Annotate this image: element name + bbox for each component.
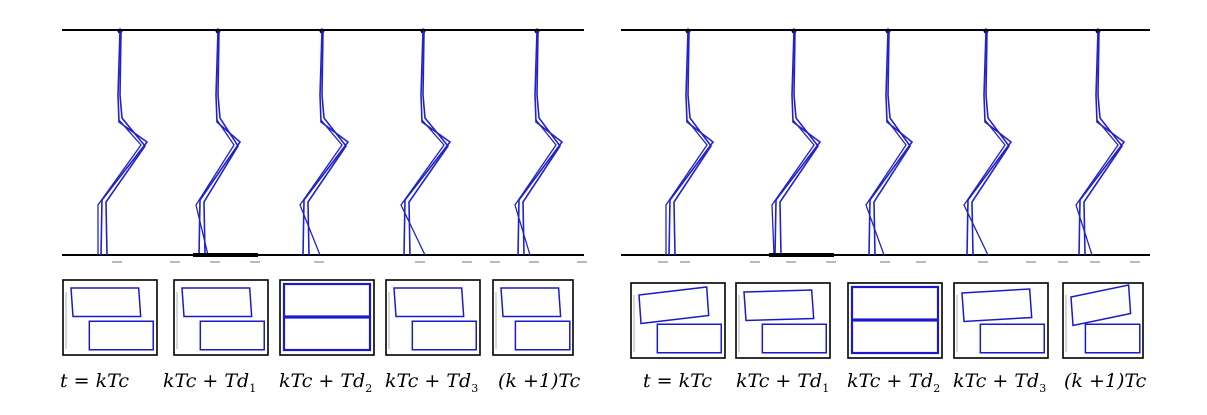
caption-left-2: kTc + Td1 — [163, 370, 257, 395]
thumb-left-5-upper-block — [500, 287, 562, 318]
thumb-left-2-frame — [173, 279, 269, 356]
thumb-right-2-frame — [735, 282, 831, 359]
leg-foot-left-2 — [195, 119, 235, 256]
tick-label-left-2 — [210, 261, 220, 263]
tick-label-left-5 — [529, 261, 539, 263]
thumb-right-5-lower-block — [1084, 323, 1141, 354]
ground-tick-12 — [1130, 261, 1140, 263]
caption-right-3: kTc + Td2 — [847, 370, 941, 395]
leg-foot-right-4 — [963, 119, 1006, 256]
ground-tick-4 — [490, 261, 500, 263]
thumb-left-4-frame — [385, 279, 481, 356]
ground-tick-2 — [250, 261, 260, 263]
leg-inner-left-2 — [203, 30, 239, 256]
leg-outer-right-5 — [1078, 30, 1126, 256]
ground-tick-11 — [1058, 261, 1068, 263]
leg-inner-right-4 — [971, 30, 1010, 256]
thumb-left-1-lower-block — [88, 320, 154, 351]
leg-foot-left-3 — [299, 119, 343, 256]
tick-label-right-2 — [786, 261, 796, 263]
caption-right-2: kTc + Td1 — [736, 370, 830, 395]
leg-foot-left-5 — [514, 119, 557, 256]
leg-inner-right-1 — [673, 30, 712, 256]
leg-outer-right-1 — [668, 30, 715, 256]
baseline-bar-left-2 — [193, 253, 258, 257]
thumb-left-4-lower-block — [411, 320, 477, 351]
tick-label-right-4 — [978, 261, 988, 263]
caption-left-5: (k +1)Tc — [498, 370, 581, 392]
tick-label-right-5 — [1090, 261, 1100, 263]
thumb-right-3-lower-block — [850, 319, 940, 355]
thumb-right-1-upper-block — [638, 286, 710, 325]
thumb-left-2-upper-block — [181, 287, 253, 318]
tick-label-left-1 — [112, 261, 122, 263]
thumb-right-4-lower-block — [979, 323, 1045, 354]
caption-left-1: t = kTc — [60, 370, 129, 392]
leg-foot-right-3 — [865, 119, 907, 256]
leg-outer-left-5 — [517, 30, 564, 256]
thumb-left-1-upper-block — [70, 287, 142, 318]
ground-tick-1 — [170, 261, 180, 263]
ground-tick-9 — [916, 261, 926, 263]
leg-inner-right-2 — [779, 30, 819, 256]
thumb-left-2-lower-block — [199, 320, 265, 351]
caption-right-5: (k +1)Tc — [1064, 370, 1147, 392]
leg-foot-left-1 — [97, 119, 142, 255]
leg-inner-left-3 — [307, 30, 347, 256]
thumb-right-4-frame — [953, 282, 1049, 359]
thumb-right-4-upper-block — [961, 288, 1033, 323]
baseline-bar-right-2 — [769, 253, 834, 257]
leg-outer-right-3 — [868, 30, 914, 256]
caption-right-4: kTc + Td3 — [953, 370, 1047, 395]
leg-foot-right-2 — [771, 119, 815, 256]
ground-tick-5 — [577, 261, 587, 263]
tick-label-left-4 — [415, 261, 425, 263]
thumb-left-5-lower-block — [514, 320, 571, 351]
tick-label-right-3 — [880, 261, 890, 263]
leg-inner-left-4 — [408, 30, 450, 256]
thumb-left-4-upper-block — [393, 287, 465, 318]
leg-outer-left-3 — [302, 30, 350, 256]
ground-tick-7 — [750, 261, 760, 263]
thumb-right-2-lower-block — [761, 323, 827, 354]
leg-inner-left-1 — [105, 30, 147, 256]
tick-label-right-1 — [680, 261, 690, 263]
leg-foot-right-5 — [1075, 119, 1119, 256]
thumb-right-1-frame — [630, 282, 726, 359]
caption-left-4: kTc + Td3 — [385, 370, 479, 395]
tick-label-left-3 — [314, 261, 324, 263]
leg-inner-left-5 — [522, 30, 561, 256]
thumb-right-1-lower-block — [656, 323, 722, 354]
leg-outer-right-2 — [774, 30, 822, 256]
thumb-right-2-upper-block — [743, 289, 815, 322]
ground-tick-10 — [1026, 261, 1036, 263]
thumb-left-1-frame — [62, 279, 158, 356]
ground-tick-3 — [462, 261, 472, 263]
leg-foot-right-1 — [665, 119, 708, 255]
leg-foot-left-4 — [400, 119, 445, 256]
thumb-right-5-frame — [1062, 282, 1144, 359]
ground-tick-8 — [826, 261, 836, 263]
leg-inner-right-5 — [1083, 30, 1123, 256]
leg-outer-right-4 — [966, 30, 1013, 256]
thumb-right-5-upper-block — [1070, 284, 1132, 327]
ground-tick-6 — [658, 261, 668, 263]
thumb-left-5-frame — [492, 279, 574, 356]
caption-left-3: kTc + Td2 — [279, 370, 373, 395]
leg-inner-right-3 — [873, 30, 911, 256]
thumb-left-3-lower-block — [282, 316, 372, 352]
caption-right-1: t = kTc — [643, 370, 712, 392]
